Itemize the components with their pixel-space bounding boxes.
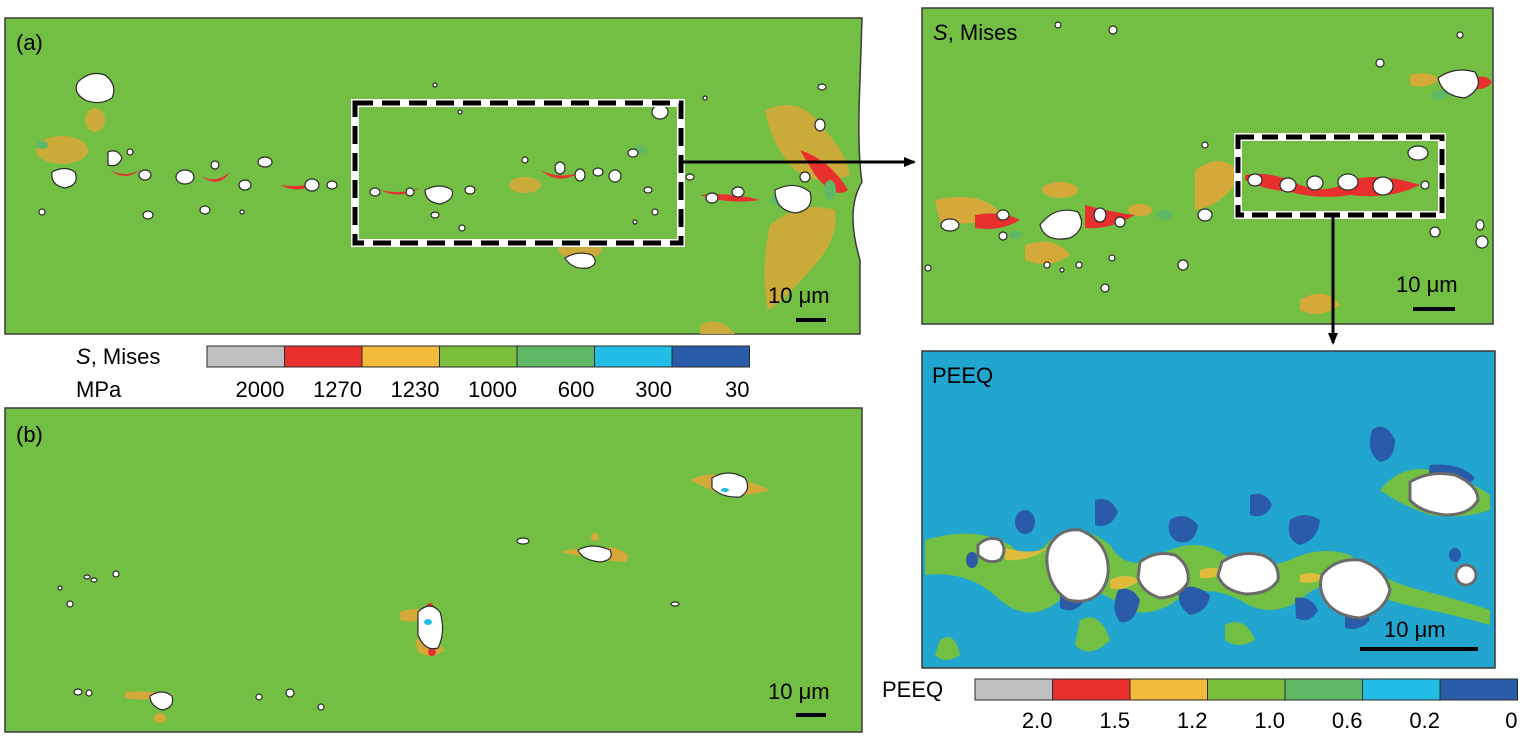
colorbar-mises-tick-label: 600	[558, 377, 595, 402]
panel-a-voids	[38, 72, 827, 269]
colorbar-mises-title: S, Mises	[76, 344, 160, 369]
colorbar-peeq-swatches	[974, 678, 1518, 701]
panel-a-field	[4, 17, 863, 335]
colorbar-peeq-swatch	[1284, 678, 1363, 701]
zoom-mises-scale-bar-label: 10 μm	[1396, 272, 1458, 297]
panel-a: (a) 10 μm	[4, 17, 863, 335]
colorbar-mises-title-text: , Mises	[91, 344, 161, 369]
zoom-mises-title-symbol: S	[933, 20, 948, 45]
colorbar-peeq-swatch	[1207, 678, 1286, 701]
colorbar-peeq-swatch	[1129, 678, 1208, 701]
colorbar-peeq-tick-label: 1.5	[1099, 708, 1130, 733]
panel-b-scale-bar	[796, 713, 826, 717]
zoom-mises-voids	[924, 21, 1489, 293]
panel-b-scale-bar-label: 10 μm	[768, 679, 830, 704]
colorbar-mises-tick-label: 1230	[391, 377, 440, 402]
colorbar-peeq-ticks: 2.0 1.5 1.2 1.0 0.6 0.2 0	[1022, 708, 1518, 733]
colorbar-mises-tick-label: 30	[725, 377, 749, 402]
zoom-mises-title-text: , Mises	[948, 20, 1018, 45]
colorbar-peeq: PEEQ 2.0 1.5 1.2 1.0 0.6 0.2 0	[882, 677, 1518, 733]
panel-a-label: (a)	[16, 30, 43, 55]
colorbar-mises-swatches	[206, 345, 750, 368]
colorbar-mises-swatch	[671, 345, 750, 368]
panel-b-low-stress-spots	[424, 488, 729, 625]
panel-a-scale-bar-label: 10 μm	[768, 283, 830, 308]
panel-zoom-peeq: PEEQ 10 μm	[921, 350, 1496, 669]
zoom-mises-scale-bar	[1413, 307, 1455, 311]
colorbar-peeq-tick-label: 0.2	[1409, 708, 1440, 733]
colorbar-mises-tick-label: 300	[635, 377, 672, 402]
panel-zoom-mises: S, Mises 10 μm	[921, 7, 1494, 325]
colorbar-peeq-tick-label: 0.6	[1332, 708, 1363, 733]
colorbar-peeq-tick-label: 0	[1505, 708, 1517, 733]
colorbar-peeq-tick-label: 1.2	[1177, 708, 1208, 733]
colorbar-mises-swatch	[594, 345, 673, 368]
colorbar-mises-tick-label: 2000	[236, 377, 285, 402]
panel-a-scale-bar	[796, 318, 826, 322]
peeq-scale-bar-label: 10 μm	[1384, 617, 1446, 642]
zoom-mises-low-stress-spots	[1009, 90, 1448, 239]
colorbar-peeq-title: PEEQ	[882, 677, 943, 702]
colorbar-peeq-swatch	[1439, 678, 1518, 701]
colorbar-mises-swatch	[284, 345, 363, 368]
colorbar-mises-unit: MPa	[76, 377, 122, 402]
panel-b-voids	[57, 472, 749, 711]
colorbar-peeq-swatch	[974, 678, 1053, 701]
colorbar-mises-swatch	[206, 345, 285, 368]
colorbar-mises-ticks: 2000 1270 1230 1000 600 300 30	[236, 377, 750, 402]
colorbar-peeq-tick-label: 2.0	[1022, 708, 1053, 733]
colorbar-mises-tick-label: 1000	[468, 377, 517, 402]
colorbar-peeq-tick-label: 1.0	[1254, 708, 1285, 733]
colorbar-peeq-swatch	[1052, 678, 1131, 701]
peeq-voids	[976, 472, 1480, 620]
colorbar-mises-swatch	[439, 345, 518, 368]
colorbar-mises-tick-label: 1270	[313, 377, 362, 402]
peeq-title: PEEQ	[932, 363, 993, 388]
colorbar-mises-title-symbol: S	[76, 344, 91, 369]
colorbar-mises: S, Mises MPa 2000 1270 1230 1000 600 300 30	[76, 344, 750, 402]
peeq-scale-bar	[1360, 647, 1478, 651]
zoom-mises-title: S, Mises	[933, 20, 1017, 45]
panel-b-field	[4, 407, 863, 733]
panel-b-label: (b)	[16, 422, 43, 447]
colorbar-peeq-swatch	[1362, 678, 1441, 701]
panel-b: (b) 10 μm	[4, 407, 863, 733]
colorbar-mises-swatch	[361, 345, 440, 368]
colorbar-mises-swatch	[516, 345, 595, 368]
peeq-field	[921, 350, 1496, 669]
